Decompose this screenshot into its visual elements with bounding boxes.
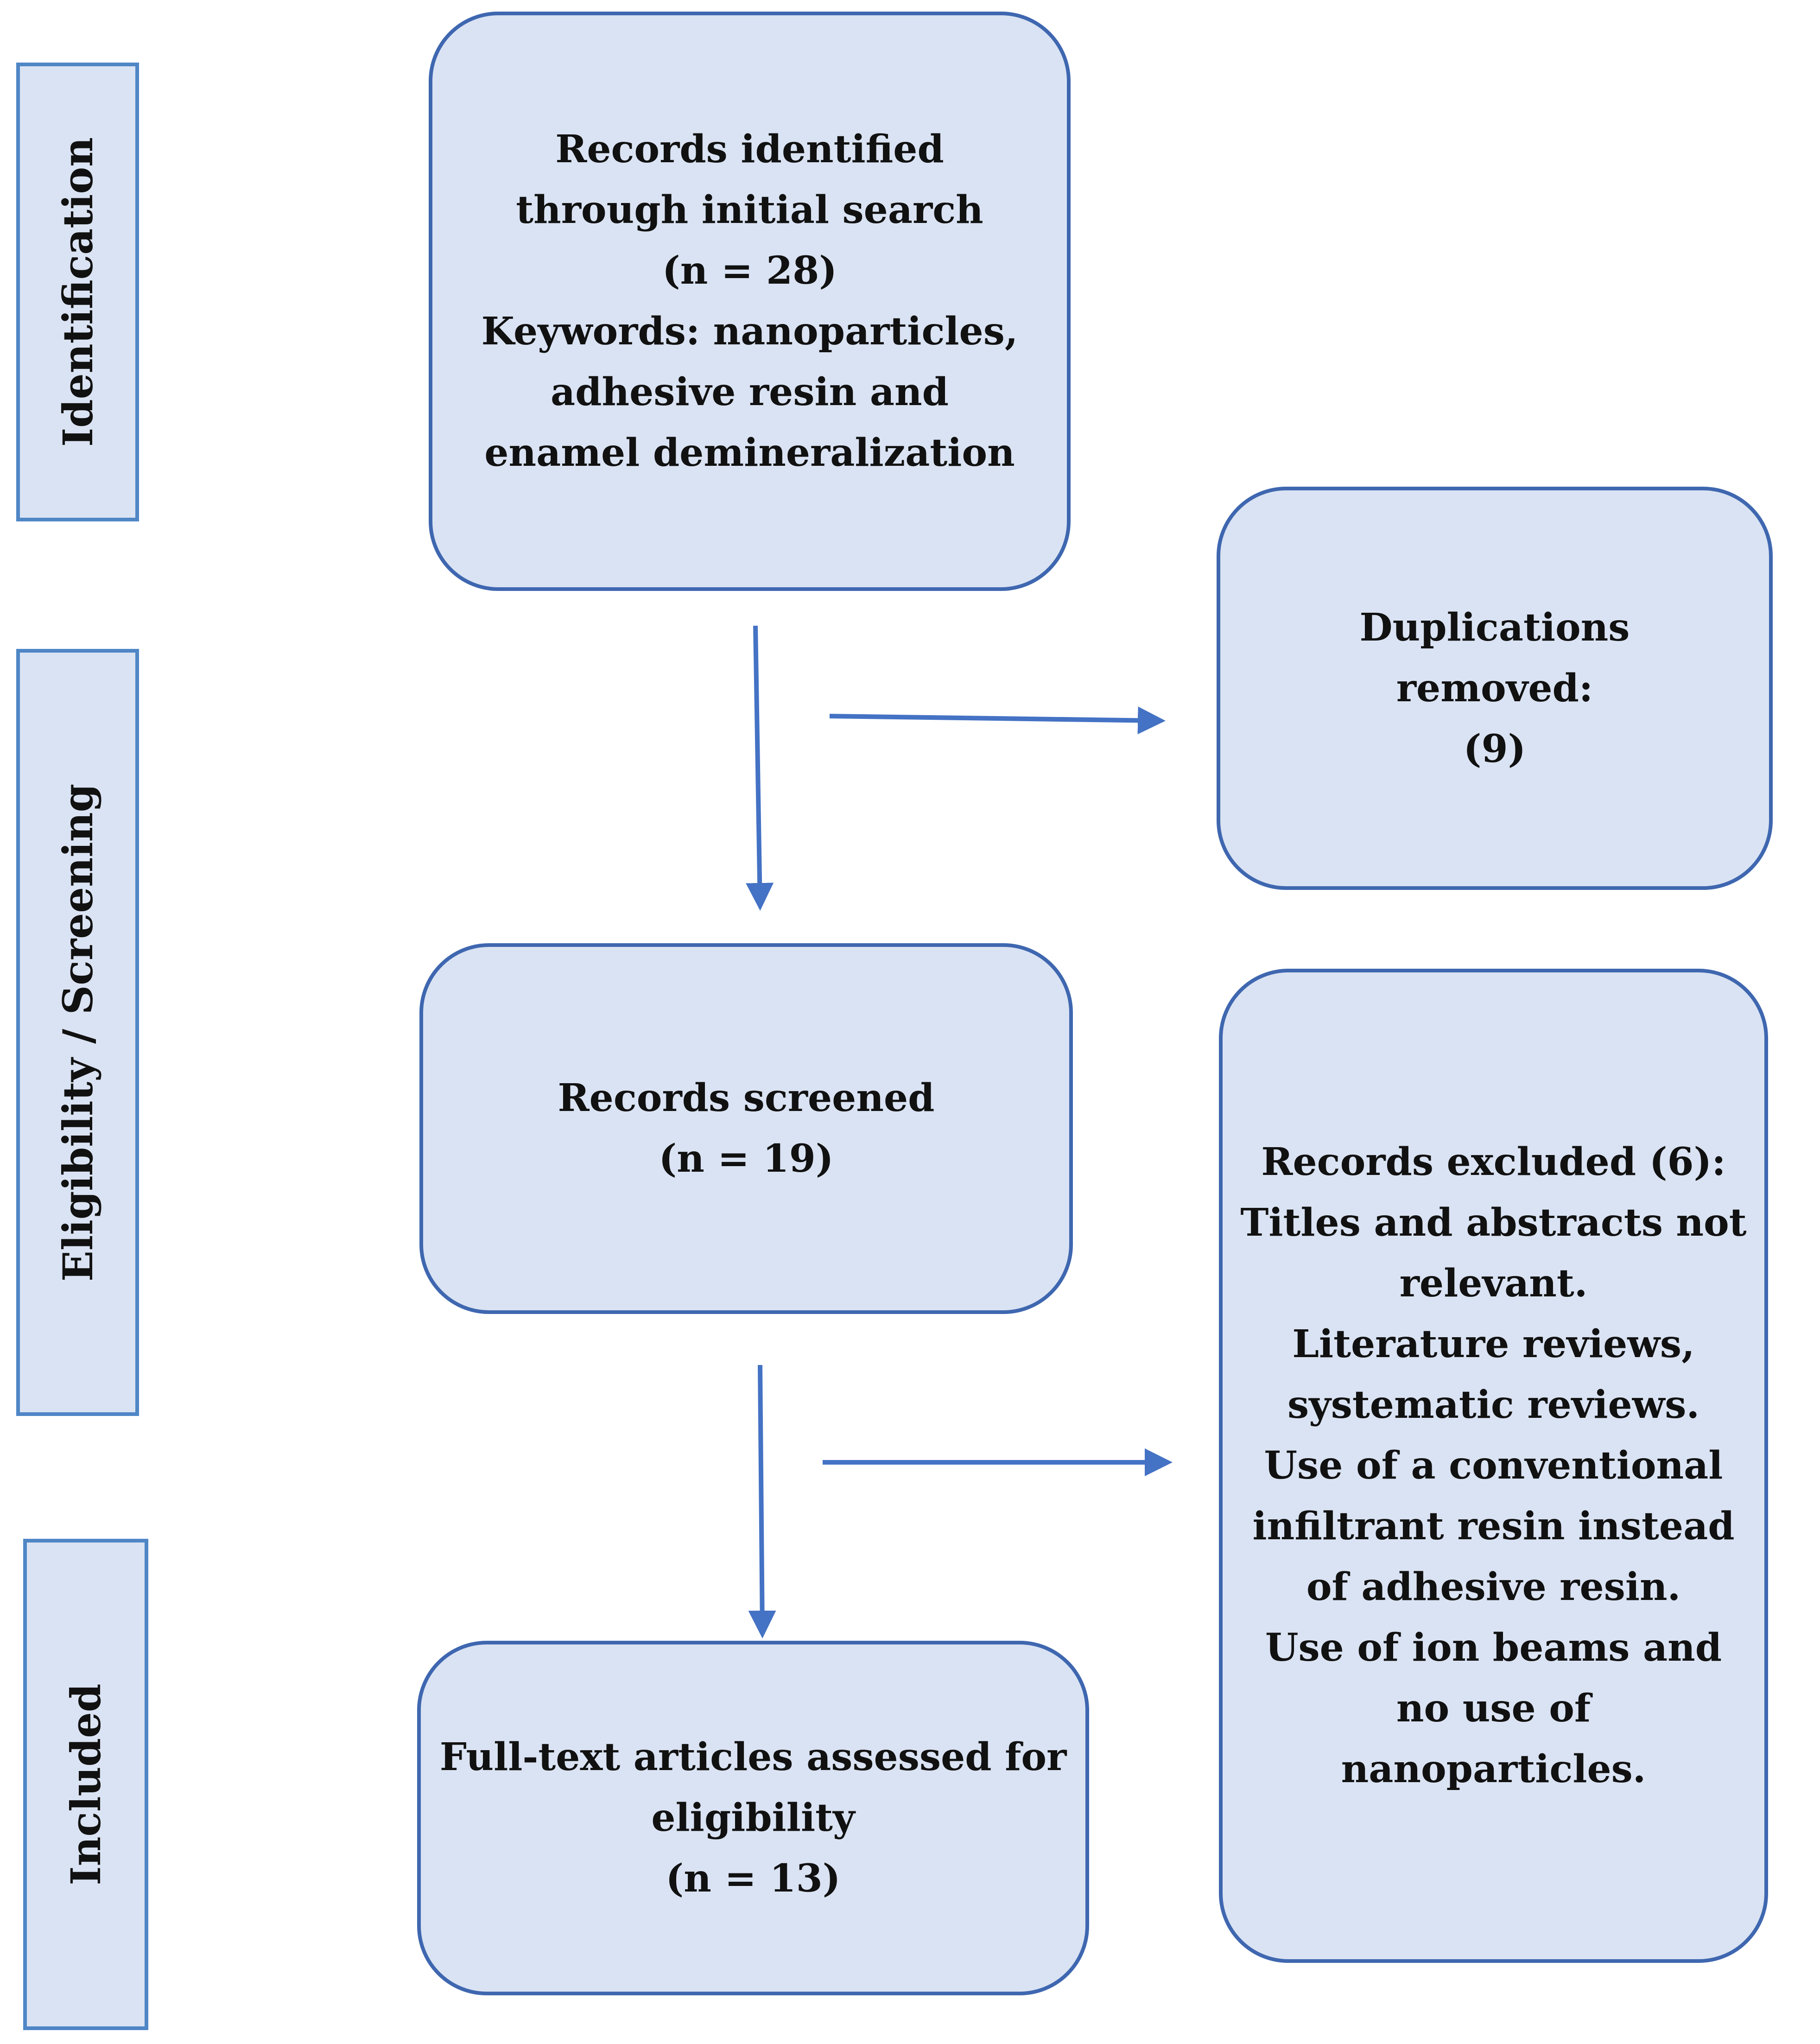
box-records-excluded-line: Records excluded (6): <box>1261 1140 1726 1184</box>
box-records-excluded-line: systematic reviews. <box>1287 1383 1700 1427</box>
box-records-screened: Records screened (n = 19) <box>419 943 1073 1314</box>
stage-included: Included <box>23 1539 148 2030</box>
box-full-text-articles: Full-text articles assessed for eligibil… <box>417 1641 1089 1995</box>
box-full-text-articles-line: eligibility <box>651 1796 855 1840</box>
box-records-excluded-line: nanoparticles. <box>1341 1747 1646 1791</box>
box-records-excluded-line: Use of ion beams and <box>1265 1625 1722 1670</box>
box-duplications-removed-line: (9) <box>1463 726 1526 771</box>
box-duplications-removed-line: removed: <box>1396 666 1593 711</box>
box-records-identified-line: Keywords: nanoparticles, <box>481 309 1018 354</box>
box-duplications-removed: Duplications removed: (9) <box>1217 487 1773 890</box>
box-records-excluded-line: relevant. <box>1399 1261 1588 1306</box>
box-records-excluded-line: Use of a conventional <box>1264 1443 1723 1488</box>
box-records-excluded-line: infiltrant resin instead <box>1252 1504 1735 1549</box>
stage-identification: Identification <box>16 63 139 521</box>
arrow-to-duplications <box>829 706 1166 735</box>
box-records-excluded-line: of adhesive resin. <box>1306 1565 1681 1609</box>
box-records-identified-line: through initial search <box>516 188 983 232</box>
stage-screening: Eligibility / Screening <box>16 649 139 1416</box>
box-duplications-removed-line: Duplications <box>1359 605 1630 650</box>
box-records-identified-line: Records identified <box>555 127 944 171</box>
box-records-excluded-line: no use of <box>1396 1686 1591 1731</box>
box-records-excluded: Records excluded (6): Titles and abstrac… <box>1219 969 1768 1963</box>
arrow-screened-to-full-text <box>748 1365 776 1638</box>
box-records-identified-line: (n = 28) <box>662 248 837 293</box>
box-records-identified: Records identified through initial searc… <box>429 12 1071 591</box>
box-records-excluded-line: Titles and abstracts not <box>1240 1200 1747 1245</box>
arrow-identified-to-screened <box>746 625 774 911</box>
box-records-excluded-line: Literature reviews, <box>1292 1322 1695 1366</box>
box-records-screened-line: (n = 19) <box>659 1136 834 1181</box>
box-records-identified-line: adhesive resin and <box>551 370 949 414</box>
box-full-text-articles-line: (n = 13) <box>666 1856 841 1901</box>
box-records-identified-line: enamel demineralization <box>484 431 1015 475</box>
box-records-screened-line: Records screened <box>558 1076 935 1120</box>
box-full-text-articles-line: Full-text articles assessed for <box>439 1735 1067 1779</box>
